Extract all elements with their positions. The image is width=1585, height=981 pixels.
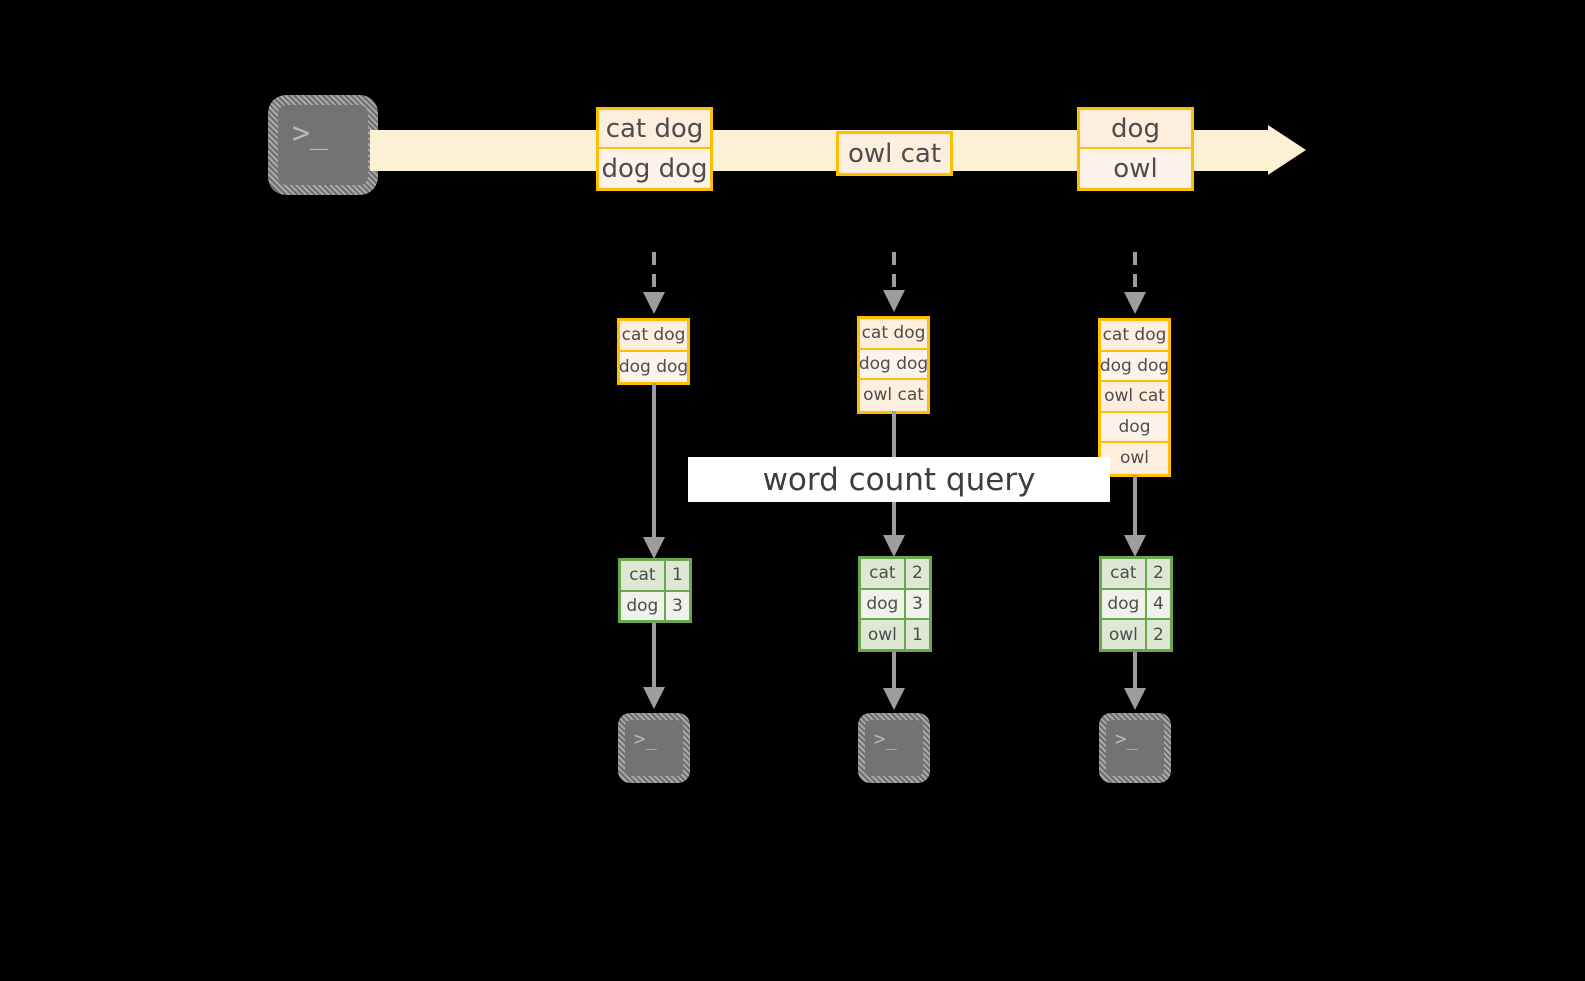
snapshot-record-stack: cat dog dog dog owl cat dog owl: [1098, 318, 1171, 477]
result-word-cell: cat: [1102, 559, 1147, 588]
snapshot-record-row: cat dog: [620, 321, 687, 352]
result-row: cat 2: [1102, 559, 1170, 590]
snapshot-record-stack: cat dog dog dog: [617, 318, 690, 385]
stream-tap-connector: [652, 252, 656, 294]
query-connector: [1133, 475, 1137, 539]
result-count-cell: 2: [905, 559, 929, 588]
query-label-text: word count query: [762, 461, 1036, 498]
stream-record-group: cat dog dog dog: [596, 107, 713, 191]
result-count-cell: 1: [905, 620, 929, 650]
query-connector: [652, 383, 656, 541]
terminal-screen: [865, 720, 923, 776]
result-word-cell: cat: [861, 559, 906, 588]
result-table: cat 1 dog 3: [618, 558, 692, 623]
stream-record-group: dog owl: [1077, 107, 1194, 191]
stream-record-group: owl cat: [836, 131, 953, 176]
result-row: dog 3: [861, 589, 929, 621]
sink-terminal-icon: >_: [618, 713, 690, 783]
terminal-prompt-glyph: >_: [634, 728, 657, 750]
query-connector-arrowhead: [883, 535, 905, 557]
terminal-prompt-glyph: >_: [1115, 728, 1138, 750]
stream-record-row: cat dog: [599, 110, 710, 149]
snapshot-record-stack: cat dog dog dog owl cat: [857, 316, 930, 414]
terminal-screen: [1106, 720, 1164, 776]
sink-connector-arrowhead: [1124, 688, 1146, 710]
result-table: cat 2 dog 4 owl 2: [1099, 556, 1173, 652]
snapshot-record-row: owl: [1101, 443, 1168, 474]
result-table: cat 2 dog 3 owl 1: [858, 556, 932, 652]
stream-record-row: owl cat: [839, 134, 950, 173]
result-row: cat 2: [861, 559, 929, 590]
result-word-cell: cat: [621, 561, 666, 590]
query-connector-arrowhead: [1124, 535, 1146, 557]
terminal-screen: [625, 720, 683, 776]
stream-record-row: owl: [1080, 149, 1191, 188]
snapshot-record-row: cat dog: [1101, 321, 1168, 352]
result-word-cell: owl: [861, 620, 906, 650]
snapshot-record-row: cat dog: [860, 319, 927, 350]
result-count-cell: 3: [665, 591, 689, 620]
sink-connector-arrowhead: [643, 687, 665, 709]
stream-tap-arrowhead: [883, 290, 905, 312]
result-count-cell: 4: [1146, 589, 1170, 619]
result-count-cell: 2: [1146, 620, 1170, 650]
terminal-prompt-glyph: >_: [292, 116, 329, 151]
result-row: dog 4: [1102, 589, 1170, 621]
stream-tap-connector: [892, 252, 896, 292]
snapshot-record-row: dog dog: [619, 351, 688, 382]
result-count-cell: 1: [665, 561, 689, 590]
result-word-cell: owl: [1102, 620, 1147, 650]
result-count-cell: 3: [905, 589, 929, 619]
result-word-cell: dog: [621, 591, 666, 620]
query-label: word count query: [688, 457, 1110, 502]
sink-connector: [652, 623, 656, 691]
snapshot-record-row: dog dog: [859, 349, 928, 380]
result-row: dog 3: [621, 591, 689, 620]
stream-tap-connector: [1133, 252, 1137, 294]
stream-tap-arrowhead: [643, 292, 665, 314]
sink-connector: [1133, 652, 1137, 692]
snapshot-record-row: owl cat: [1101, 382, 1168, 413]
source-terminal-icon: >_: [268, 95, 378, 195]
result-row: owl 1: [861, 620, 929, 650]
stream-record-row: dog dog: [599, 149, 710, 188]
sink-terminal-icon: >_: [1099, 713, 1171, 783]
result-row: cat 1: [621, 561, 689, 592]
snapshot-record-row: owl cat: [860, 380, 927, 411]
result-word-cell: dog: [861, 589, 906, 619]
stream-tap-arrowhead: [1124, 292, 1146, 314]
result-word-cell: dog: [1102, 589, 1147, 619]
terminal-prompt-glyph: >_: [874, 728, 897, 750]
snapshot-record-row: dog dog: [1100, 351, 1169, 382]
snapshot-record-row: dog: [1101, 412, 1168, 443]
sink-connector-arrowhead: [883, 688, 905, 710]
sink-terminal-icon: >_: [858, 713, 930, 783]
terminal-screen: [278, 105, 368, 185]
result-row: owl 2: [1102, 620, 1170, 650]
result-count-cell: 2: [1146, 559, 1170, 588]
sink-connector: [892, 652, 896, 692]
stream-record-row: dog: [1080, 110, 1191, 149]
stream-arrowhead: [1268, 125, 1306, 175]
query-connector-arrowhead: [643, 537, 665, 559]
